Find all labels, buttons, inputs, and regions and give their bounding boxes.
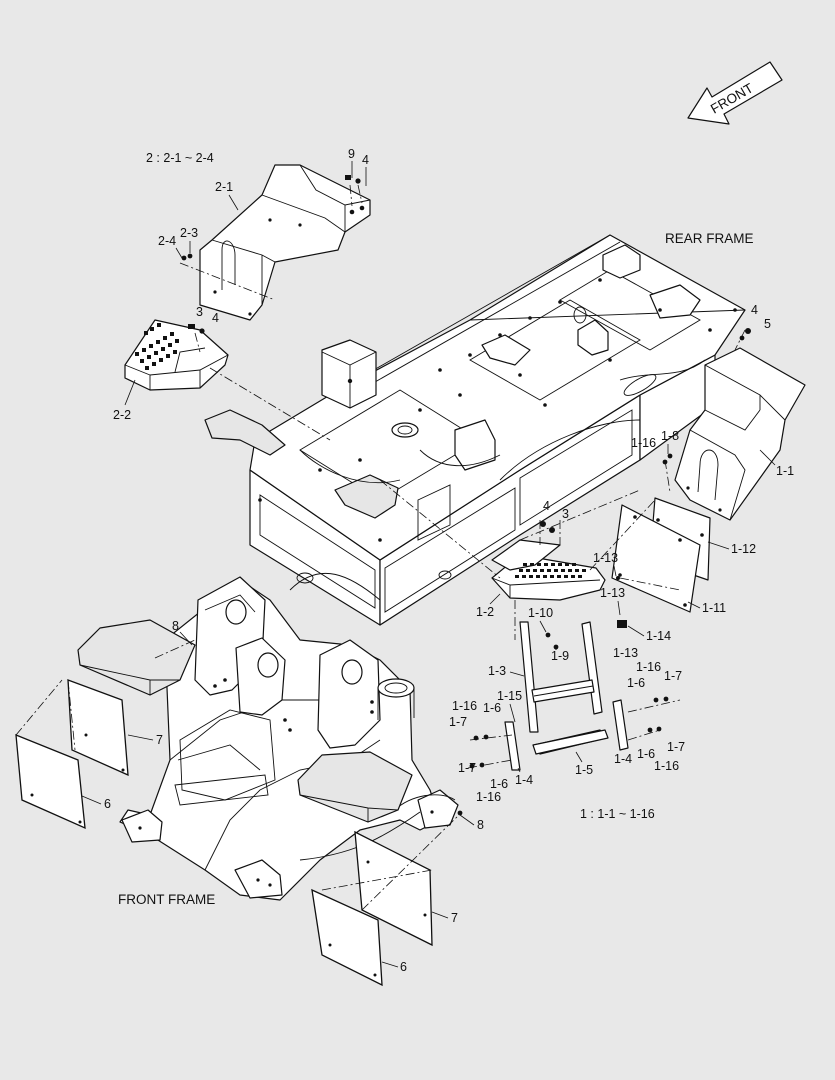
callout-8-left: 8 [172,619,179,633]
flap-6-right [311,888,383,987]
callout-1-16-right: 1-16 [636,660,661,674]
callout-3-mid: 3 [562,507,569,521]
step-1-2-grating [515,563,586,578]
callout-2-4: 2-4 [158,234,176,248]
group-1-fasteners [469,328,751,769]
step-bar-1-5 [532,729,609,755]
group-2-callouts: 9 4 2-1 2-3 2-4 3 4 2-2 [113,147,369,441]
callout-7-right: 7 [451,911,458,925]
callout-1-5: 1-5 [575,763,593,777]
callout-1-13-c: 1-13 [613,646,638,660]
callout-4-rear: 4 [751,303,758,317]
rear-step-1-2 [491,539,606,601]
callout-1-6-right-top: 1-6 [627,676,645,690]
group-2-note: 2 : 2-1 ~ 2-4 [146,151,214,165]
callout-1-4-right: 1-4 [614,752,632,766]
callout-1-7-right-bottom: 1-7 [667,740,685,754]
front-frame [119,576,459,901]
step-2-2-grating [135,323,179,370]
callout-2-3: 2-3 [180,226,198,240]
fender-1-1 [674,347,806,521]
callout-4-mid: 4 [543,499,550,513]
rear-frame [204,234,746,626]
callout-1-7-right-top: 1-7 [664,669,682,683]
flap-7-right [354,830,433,947]
callout-2-1: 2-1 [215,180,233,194]
callout-1-7-left-top: 1-7 [449,715,467,729]
callout-6-left: 6 [104,797,111,811]
callout-1-9: 1-9 [551,649,569,663]
rear-frame-label: REAR FRAME [665,231,754,246]
callout-9: 9 [348,147,355,161]
callout-2-2: 2-2 [113,408,131,422]
callout-8-right: 8 [477,818,484,832]
flap-7-left [67,679,129,777]
callout-1-16-left-bottom: 1-16 [476,790,501,804]
callout-1-16-right-bottom: 1-16 [654,759,679,773]
mud-flap-1-12 [611,497,711,613]
front-callouts: 8 7 6 8 7 6 [81,619,484,974]
callout-1-16-left-top: 1-16 [452,699,477,713]
fender-2-1 [199,164,371,321]
group-1-callouts: 4 5 1-16 1-8 1-1 4 3 1-12 1-13 1-13 1-11… [449,303,794,804]
callout-1-7-left-bottom: 1-7 [458,761,476,775]
callout-5: 5 [764,317,771,331]
callout-1-3: 1-3 [488,664,506,678]
callout-1-15: 1-15 [497,689,522,703]
callout-6-right: 6 [400,960,407,974]
front-direction-arrow: FRONT [687,61,783,125]
front-left-assembly-lines [15,679,76,751]
front-fender-left [77,619,196,696]
front-right-assembly-lines [321,811,463,911]
callout-1-16-top: 1-16 [631,436,656,450]
callout-1-6-right-bottom: 1-6 [637,747,655,761]
callout-1-12: 1-12 [731,542,756,556]
callout-1-14: 1-14 [646,629,671,643]
callout-4-left: 4 [212,311,219,325]
callout-1-1: 1-1 [776,464,794,478]
callout-1-2: 1-2 [476,605,494,619]
callout-1-6-left-bottom: 1-6 [490,777,508,791]
callout-4: 4 [362,153,369,167]
flap-6-left [15,733,86,830]
callout-7-left: 7 [156,733,163,747]
callout-1-4-left: 1-4 [515,773,533,787]
step-2-2 [124,319,229,391]
callout-1-13-b: 1-13 [600,586,625,600]
callout-1-11: 1-11 [702,601,726,615]
callout-1-13-a: 1-13 [593,551,618,565]
front-frame-label: FRONT FRAME [118,892,215,907]
callout-3-left: 3 [196,305,203,319]
callout-1-10: 1-10 [528,606,553,620]
group-1-note: 1 : 1-1 ~ 1-16 [580,807,655,821]
front-fender-right [297,751,413,823]
callout-1-8: 1-8 [661,429,679,443]
callout-1-6-left-top: 1-6 [483,701,501,715]
